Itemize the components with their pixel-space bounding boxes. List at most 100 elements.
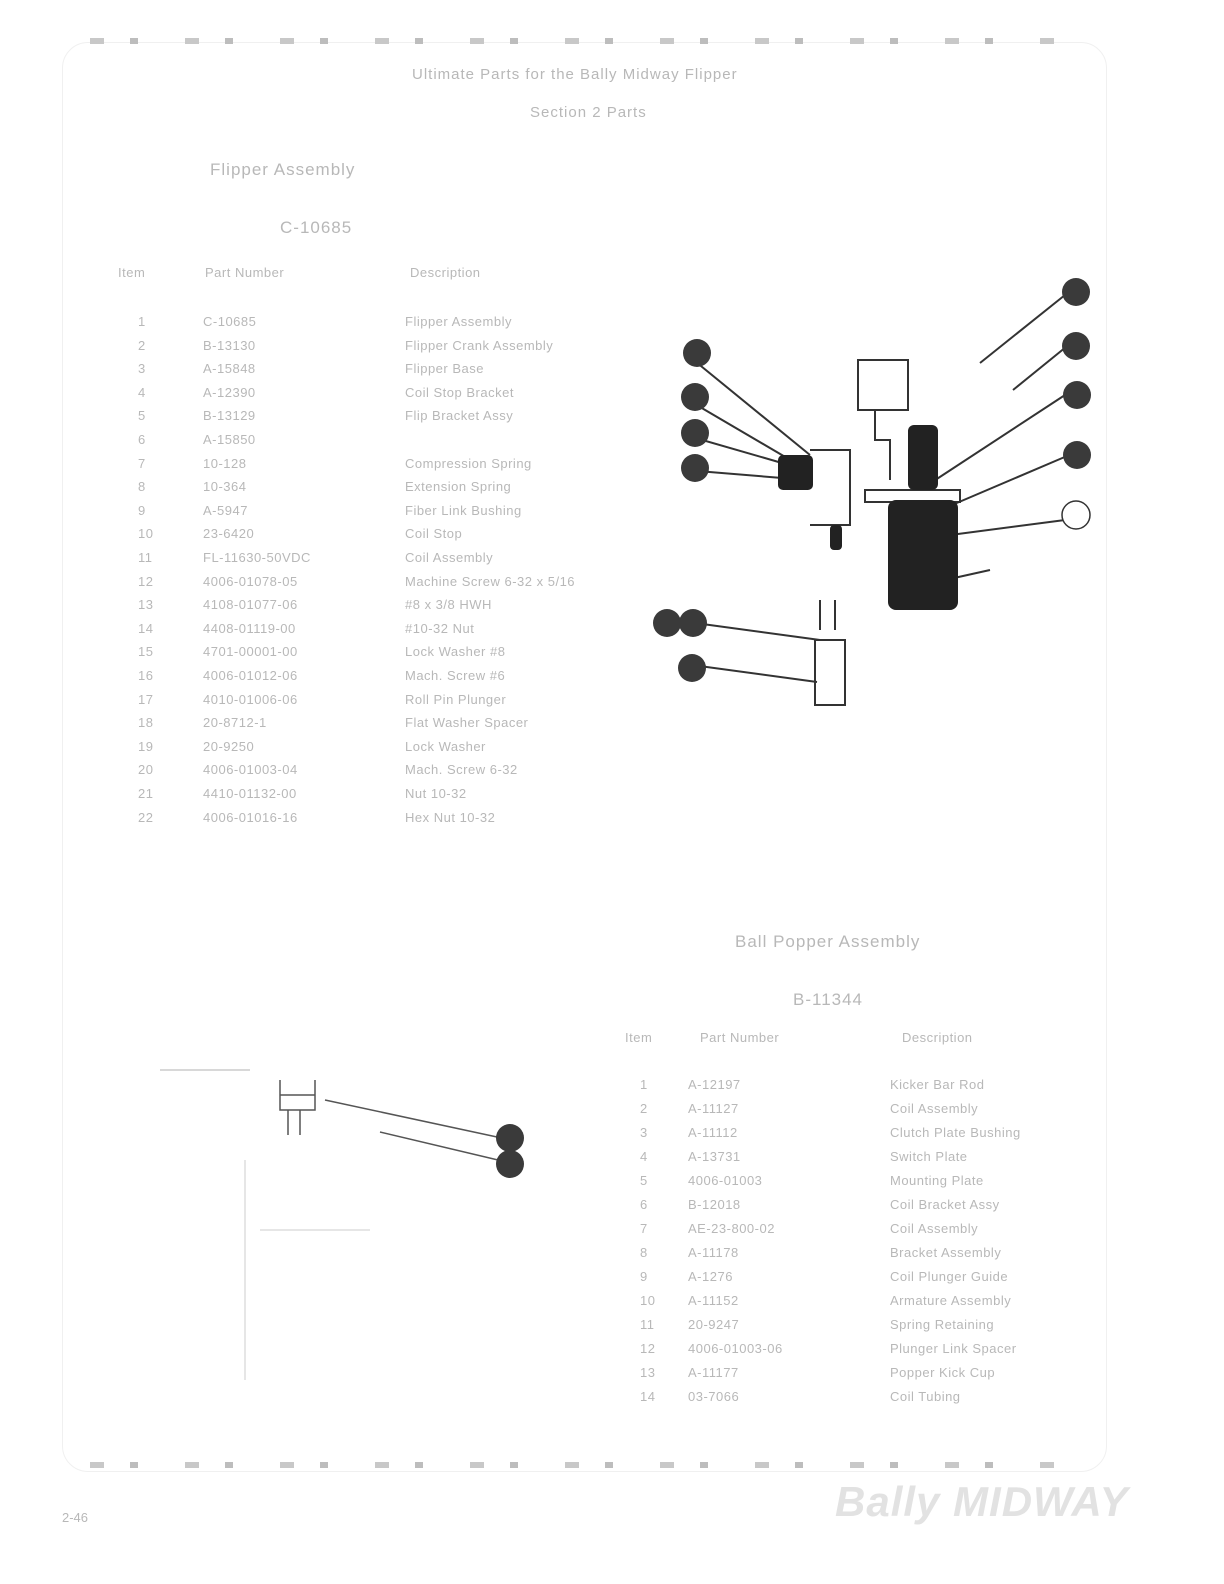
cell-item: 1	[138, 314, 146, 329]
cell-part: 4006-01012-06	[203, 668, 298, 683]
cell-item: 2	[138, 337, 146, 353]
cell-item: 4	[138, 384, 146, 400]
table-row: 17 4010-01006-06 Roll Pin Plunger	[0, 692, 1224, 712]
table-row: 6 A-15850	[0, 432, 1224, 452]
flipper-table-header: Item Part Number Description	[0, 265, 620, 285]
cell-part: 4006-01003-04	[203, 762, 298, 778]
cell-item: 6	[138, 432, 146, 447]
popper-diagram	[160, 1069, 524, 1380]
table-row: 13 4108-01077-06 #8 x 3/8 HWH	[0, 597, 1224, 617]
cell-item: 5	[138, 408, 146, 424]
cell-desc: Coil Bracket Assy	[890, 1197, 1000, 1212]
cell-desc: Coil Plunger Guide	[890, 1269, 1009, 1284]
cell-desc: Coil Stop	[405, 526, 463, 542]
cell-part: A-11112	[688, 1125, 738, 1140]
table-row: 6 B-12018 Coil Bracket Assy	[0, 1197, 1224, 1217]
cell-item: 17	[138, 691, 154, 707]
cell-item: 22	[138, 809, 154, 825]
table-row: 9 A-5947 Fiber Link Bushing	[0, 503, 1224, 523]
top-scan-edge	[90, 38, 1075, 44]
cell-item: 8	[138, 479, 146, 495]
flipper-diagram	[653, 278, 1091, 706]
cell-item: 3	[138, 361, 146, 377]
cell-part: A-5947	[203, 502, 248, 518]
cell-part: A-15850	[203, 432, 256, 447]
cell-desc: Flat Washer Spacer	[405, 715, 529, 731]
cell-desc: Bracket Assembly	[890, 1245, 1002, 1260]
cell-item: 12	[640, 1341, 656, 1356]
popper-table-header: Item Part Number Description	[0, 1030, 1224, 1050]
cell-part: A-15848	[203, 361, 256, 377]
bottom-scan-edge	[90, 1462, 1075, 1468]
cell-item: 9	[138, 502, 146, 518]
cell-desc: #8 x 3/8 HWH	[405, 597, 492, 613]
cell-part: A-11178	[688, 1245, 739, 1260]
cell-part: B-12018	[688, 1197, 741, 1212]
table-row: 20 4006-01003-04 Mach. Screw 6-32	[0, 762, 1224, 782]
cell-desc: Clutch Plate Bushing	[890, 1125, 1021, 1140]
cell-item: 20	[138, 762, 154, 778]
cell-part: 4108-01077-06	[203, 597, 298, 613]
cell-part: A-13731	[688, 1149, 741, 1164]
cell-part: A-12197	[688, 1077, 741, 1092]
cell-part: 20-9247	[688, 1317, 740, 1332]
cell-desc: Popper Kick Cup	[890, 1365, 996, 1380]
bally-midway-logo: Bally MIDWAY	[835, 1478, 1129, 1525]
cell-item: 7	[138, 455, 146, 471]
cell-item: 14	[640, 1389, 656, 1404]
callout-markers	[653, 278, 1091, 682]
cell-desc: Mach. Screw #6	[405, 668, 506, 683]
cell-item: 10	[138, 526, 154, 542]
cell-part: 4006-01003-06	[688, 1341, 783, 1356]
cell-desc: Flipper Crank Assembly	[405, 337, 554, 353]
cell-desc: Roll Pin Plunger	[405, 691, 507, 707]
col-item: Item	[118, 265, 146, 280]
cell-part: AE-23-800-02	[688, 1221, 775, 1236]
cell-item: 14	[138, 620, 154, 636]
cell-desc: Coil Assembly	[405, 550, 494, 565]
cell-part: 4006-01078-05	[203, 573, 298, 589]
cell-part: 4701-00001-00	[203, 644, 298, 660]
cell-part: B-13129	[203, 408, 256, 424]
cell-desc: Machine Screw 6-32 x 5/16	[405, 573, 576, 589]
cell-item: 13	[138, 597, 154, 613]
page-header-title: Ultimate Parts for the Bally Midway Flip…	[412, 66, 738, 83]
cell-desc: Coil Stop Bracket	[405, 384, 514, 400]
cell-desc: Mounting Plate	[890, 1173, 984, 1188]
flipper-section-title: Flipper Assembly	[210, 160, 356, 179]
cell-item: 6	[640, 1197, 648, 1212]
cell-part: 4408-01119-00	[203, 620, 296, 636]
cell-item: 12	[138, 573, 154, 589]
cell-desc: Extension Spring	[405, 479, 512, 495]
cell-desc: Fiber Link Bushing	[405, 502, 522, 518]
page-header-subtitle: Section 2 Parts	[530, 104, 647, 121]
cell-desc: Coil Tubing	[890, 1389, 961, 1404]
cell-desc: Lock Washer	[405, 738, 486, 754]
cell-desc: Compression Spring	[405, 455, 532, 471]
cell-part: 4010-01006-06	[203, 691, 298, 707]
cell-desc: #10-32 Nut	[405, 620, 475, 636]
cell-item: 13	[640, 1365, 656, 1380]
cell-desc: Lock Washer #8	[405, 644, 506, 660]
cell-desc: Mach. Screw 6-32	[405, 762, 518, 778]
cell-item: 7	[640, 1221, 648, 1236]
cell-item: 21	[138, 786, 154, 801]
cell-part: 4410-01132-00	[203, 786, 297, 801]
cell-item: 18	[138, 715, 154, 731]
popper-section-title: Ball Popper Assembly	[735, 932, 921, 951]
